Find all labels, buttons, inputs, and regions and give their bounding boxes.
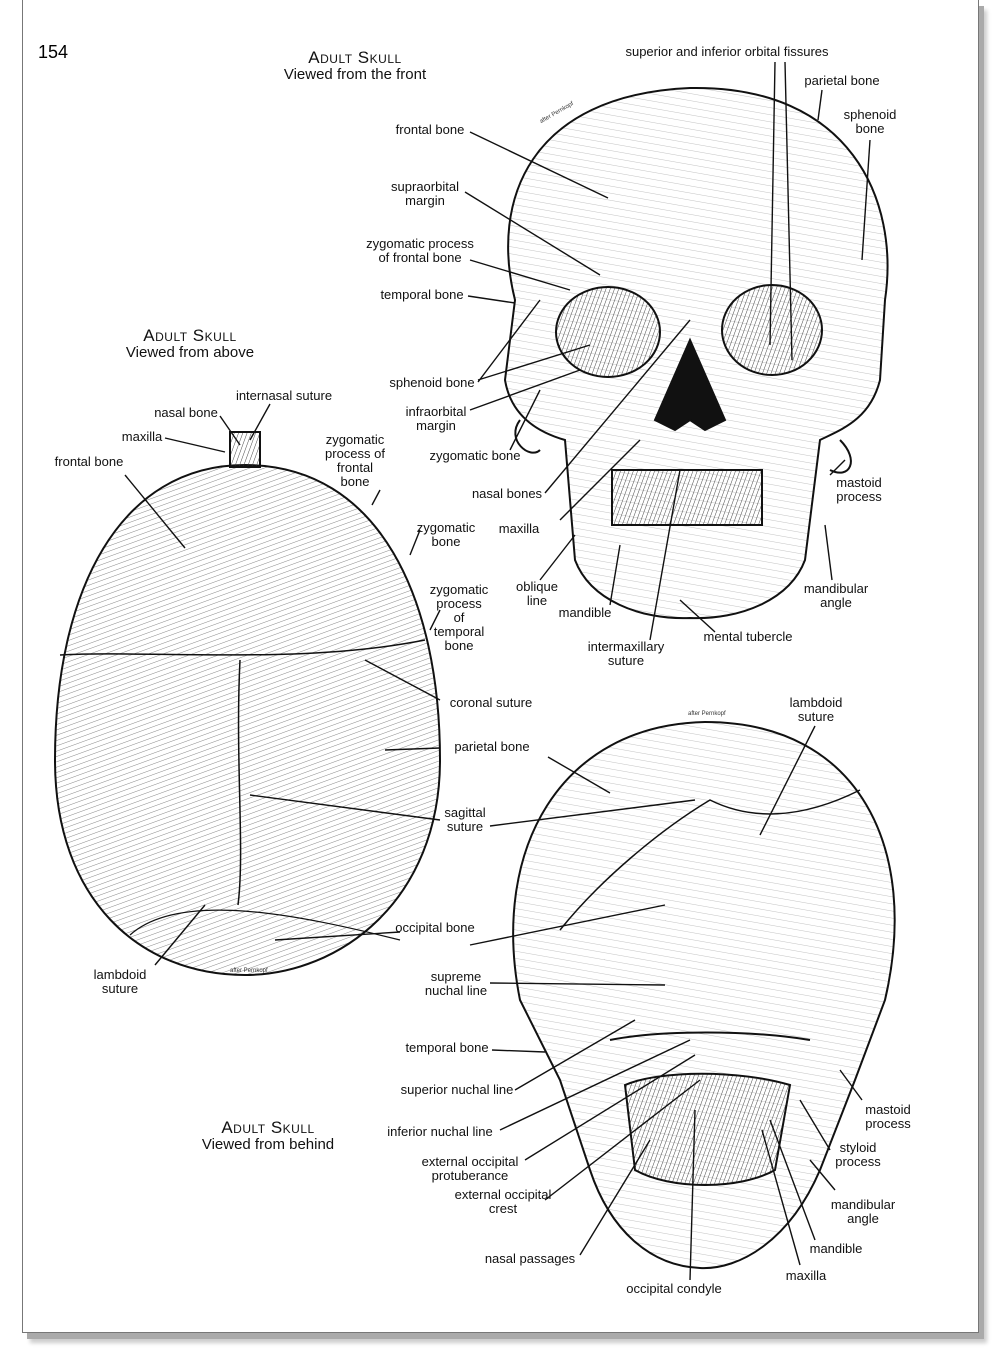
label: zygomatic bone <box>429 448 521 463</box>
label: inferior nuchal line <box>387 1124 493 1139</box>
label: lambdoid suture <box>93 967 147 996</box>
label: temporal bone <box>405 1040 489 1055</box>
label: external occipital protuberance <box>421 1154 519 1183</box>
label: parietal bone <box>454 739 530 754</box>
back-view-skull-drawing <box>512 720 896 1270</box>
label: frontal bone <box>395 122 465 137</box>
label: mandibular angle <box>803 581 869 610</box>
front-skull-drawing <box>503 86 889 620</box>
leader-lines <box>124 61 871 1281</box>
label: occipital condyle <box>626 1281 722 1296</box>
title-main: Adult Skull <box>221 1118 315 1137</box>
label: nasal bones <box>471 486 543 501</box>
label: mandible <box>558 605 612 620</box>
label: mandible <box>809 1241 863 1256</box>
title-sub: Viewed from above <box>125 344 255 361</box>
label: sphenoid bone <box>843 107 897 136</box>
credit-behind: after Pernkopf <box>688 711 726 717</box>
label: maxilla <box>498 521 540 536</box>
label: lambdoid suture <box>789 695 843 724</box>
label: mental tubercle <box>703 629 793 644</box>
title-sub: Viewed from the front <box>283 66 427 83</box>
page-number: 154 <box>38 42 69 62</box>
credit-above: after Pernkopf <box>230 968 268 974</box>
label: superior nuchal line <box>400 1082 514 1097</box>
label: sagittal suture <box>444 805 486 834</box>
label: temporal bone <box>380 287 464 302</box>
label: occipital bone <box>395 920 475 935</box>
label: mastoid process <box>865 1102 911 1131</box>
label: zygomatic process of frontal bone <box>366 236 474 265</box>
title-main: Adult Skull <box>308 48 402 67</box>
title-sub: Viewed from behind <box>201 1136 335 1153</box>
label: nasal passages <box>484 1251 576 1266</box>
label: maxilla <box>785 1268 827 1283</box>
label: coronal suture <box>449 695 533 710</box>
label: supraorbital margin <box>391 179 459 208</box>
label: sphenoid bone <box>389 375 475 390</box>
title-main: Adult Skull <box>143 326 237 345</box>
label: oblique line <box>516 579 558 608</box>
label: zygomatic process of frontal bone <box>325 432 385 489</box>
label: superior and inferior orbital fissures <box>625 44 829 59</box>
label: zygomatic process of temporal bone <box>429 582 489 653</box>
label: mastoid process <box>836 475 882 504</box>
label: mandibular angle <box>830 1197 896 1226</box>
label: external occipital crest <box>454 1187 552 1216</box>
label: supreme nuchal line <box>424 969 488 998</box>
label: parietal bone <box>804 73 880 88</box>
top-view-skull-drawing <box>53 431 442 977</box>
label: internasal suture <box>235 388 333 403</box>
label: infraorbital margin <box>405 404 467 433</box>
label: styloid process <box>835 1140 881 1169</box>
label: intermaxillary suture <box>587 639 665 668</box>
label: zygomatic bone <box>416 520 476 549</box>
label: maxilla <box>121 429 163 444</box>
label: frontal bone <box>54 454 124 469</box>
label: nasal bone <box>154 405 218 420</box>
